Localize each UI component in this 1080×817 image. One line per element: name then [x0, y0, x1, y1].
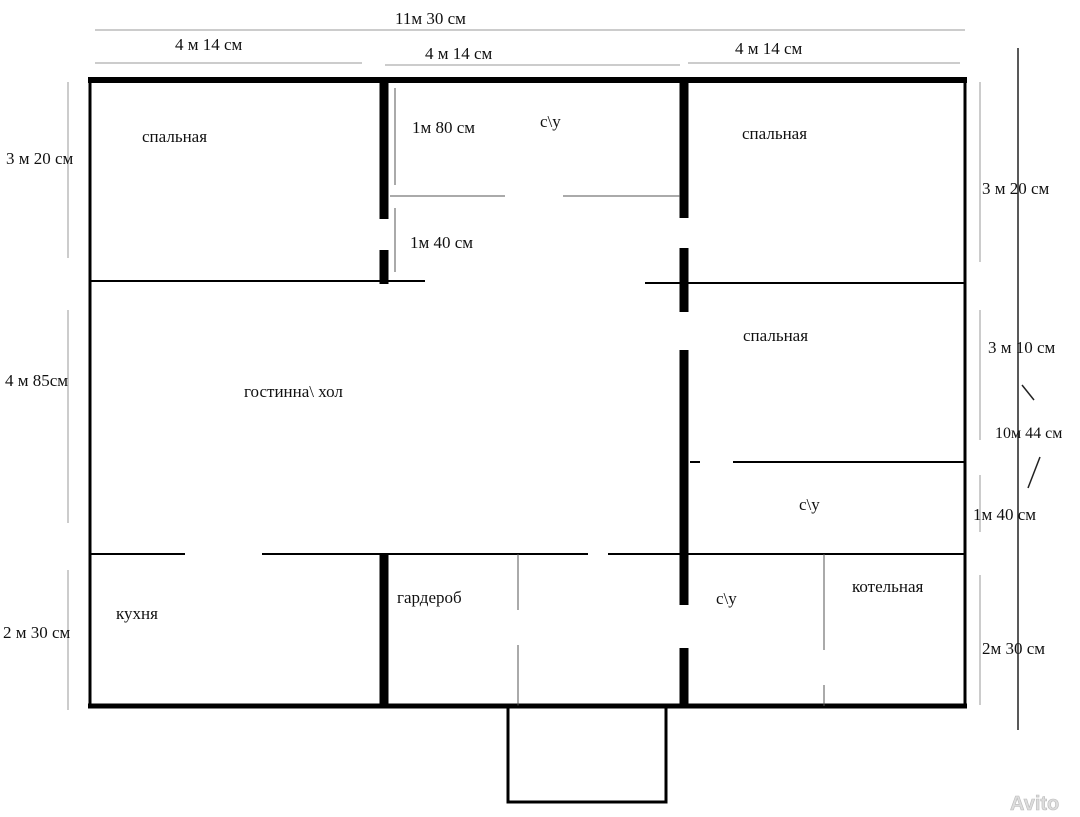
dim-right-1: 3 м 20 см — [982, 179, 1050, 198]
load-bearing-walls — [379, 80, 689, 706]
dim-bath-2: 1м 40 см — [410, 233, 473, 252]
room-bathroom-top: с\у — [540, 112, 561, 131]
room-bedroom-top-left: спальная — [142, 127, 207, 146]
room-bathroom-bottom: с\у — [716, 589, 737, 608]
dim-top-middle: 4 м 14 см — [425, 44, 493, 63]
dimension-labels: 11м 30 см 4 м 14 см 4 м 14 см 4 м 14 см … — [3, 9, 1062, 658]
outer-walls — [88, 77, 967, 709]
dim-left-2: 4 м 85см — [5, 371, 68, 390]
room-wardrobe: гардероб — [397, 588, 462, 607]
thin-partitions — [390, 88, 825, 706]
dim-left-1: 3 м 20 см — [6, 149, 74, 168]
porch — [506, 705, 668, 804]
room-living-hall: гостинна\ хол — [244, 382, 343, 401]
room-bedroom-middle-right: спальная — [743, 326, 808, 345]
dim-left-3: 2 м 30 см — [3, 623, 71, 642]
dim-top-left: 4 м 14 см — [175, 35, 243, 54]
dim-right-2: 3 м 10 см — [988, 338, 1056, 357]
dimension-lines — [67, 29, 981, 710]
dim-right-3: 1м 40 см — [973, 505, 1036, 524]
avito-watermark: Avito — [1010, 793, 1059, 815]
room-labels: спальная с\у спальная спальная гостинна\… — [116, 112, 924, 623]
partitions — [90, 280, 965, 555]
room-kitchen: кухня — [116, 604, 158, 623]
room-boiler: котельная — [852, 577, 924, 596]
total-height-line — [1017, 48, 1041, 730]
dim-bath-1: 1м 80 см — [412, 118, 475, 137]
room-bedroom-top-right: спальная — [742, 124, 807, 143]
dim-total-width: 11м 30 см — [395, 9, 466, 28]
dim-top-right: 4 м 14 см — [735, 39, 803, 58]
dim-right-4: 2м 30 см — [982, 639, 1045, 658]
dim-right-total: 10м 44 см — [995, 425, 1062, 442]
room-bathroom-right: с\у — [799, 495, 820, 514]
